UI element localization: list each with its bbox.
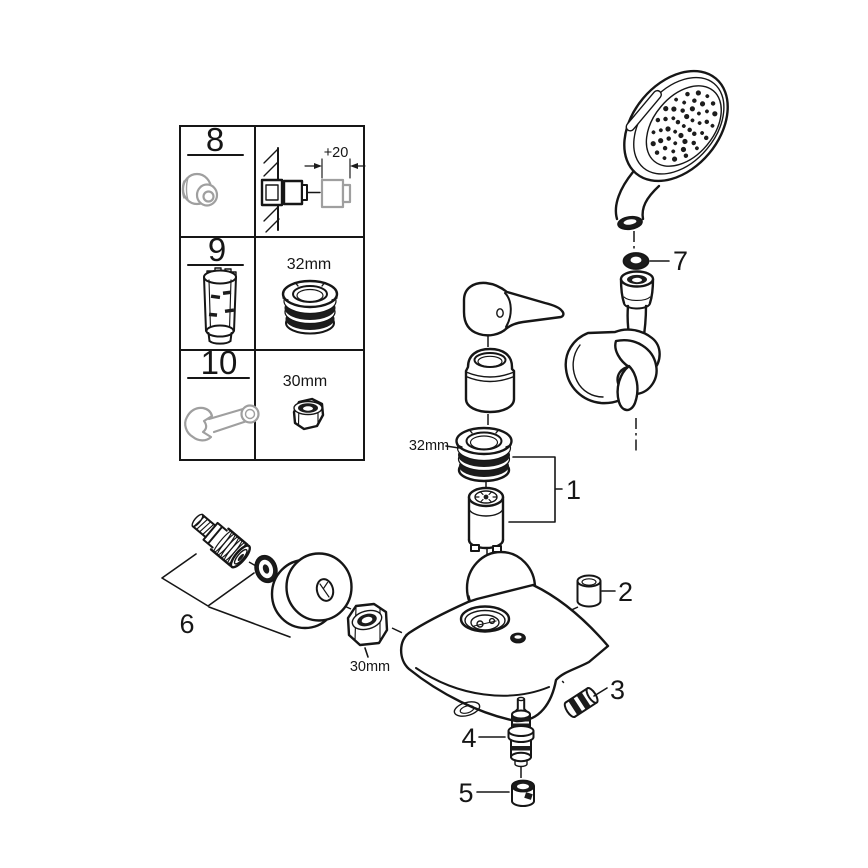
table-row-10: 10 30mm — [184, 344, 327, 442]
shower-holder — [564, 328, 661, 412]
callout-1: 1 — [508, 456, 581, 523]
callout-6: 6 — [161, 553, 291, 639]
dimension-20mm: +20 — [304, 145, 366, 179]
callout-6-label: 6 — [179, 609, 194, 639]
cartridge-nut-32mm: 32mm — [409, 426, 513, 483]
row-9-number: 9 — [208, 231, 226, 268]
dimension-arrow-left-icon — [350, 163, 358, 169]
annotation-32mm: 32mm — [409, 438, 449, 454]
callout-3-label: 3 — [610, 675, 625, 705]
callout-2-label: 2 — [618, 577, 633, 607]
shower-handle-left-edge — [614, 170, 635, 221]
row-9-size-label: 32mm — [287, 256, 331, 273]
open-end-wrench-drawing — [184, 404, 260, 442]
s-union — [191, 513, 252, 569]
callout-1-label: 1 — [566, 475, 581, 505]
filter-washer — [254, 554, 278, 584]
plug-part: 2 — [576, 574, 633, 608]
wall-hatching — [263, 148, 280, 233]
faucet-body — [399, 550, 610, 723]
hose-connector — [619, 270, 655, 343]
row-10-number: 10 — [201, 344, 238, 381]
row-10-size-label: 30mm — [283, 373, 327, 390]
body-outline — [399, 583, 610, 723]
cartridge — [467, 486, 505, 553]
cartridge-nut-32mm-drawing — [281, 279, 339, 335]
escutcheon — [270, 552, 353, 630]
callout-3-leader — [593, 687, 608, 697]
shower-handle-right-edge — [641, 184, 661, 221]
callout-7-label: 7 — [673, 246, 688, 276]
cartridge-seat-collar — [459, 605, 511, 633]
parts-table: 8 — [179, 121, 366, 461]
annotation-30mm: 30mm — [350, 659, 390, 675]
shower-head — [614, 69, 729, 231]
cartridge-nut-size-leader — [445, 445, 460, 449]
holder-cone — [616, 364, 639, 412]
callout-4-label: 4 — [461, 723, 476, 753]
table-row-8: 8 — [181, 121, 366, 233]
handle-dome-cap — [464, 347, 516, 414]
hose-washer-part: 7 — [622, 246, 688, 276]
screw-plug-part: 3 — [563, 675, 625, 718]
set-screw-hole — [496, 308, 504, 318]
callout-5-label: 5 — [458, 778, 473, 808]
union-nut-size-leader — [364, 647, 369, 658]
table-border — [179, 125, 365, 461]
wall-mount-diagram: +20 — [260, 145, 366, 233]
spout-mouth — [453, 701, 481, 717]
lever-handle — [462, 281, 565, 337]
extension-union-drawing — [181, 172, 219, 207]
dimension-label: +20 — [324, 145, 349, 161]
union-nut-30mm-drawing — [292, 397, 325, 431]
mounting-sleeve-drawing — [203, 267, 237, 345]
table-row-9: 9 32mm — [187, 231, 339, 345]
union-nut-30mm: 30mm — [346, 602, 390, 675]
dimension-arrow-right-icon — [314, 163, 322, 169]
diverter-bushing-part: 5 — [458, 778, 535, 808]
spray-nozzles — [650, 90, 718, 162]
spout-crease — [415, 667, 550, 697]
row-8-number: 8 — [206, 121, 224, 158]
diverter-part: 4 — [461, 696, 535, 768]
spray-mode-slot — [625, 89, 662, 132]
